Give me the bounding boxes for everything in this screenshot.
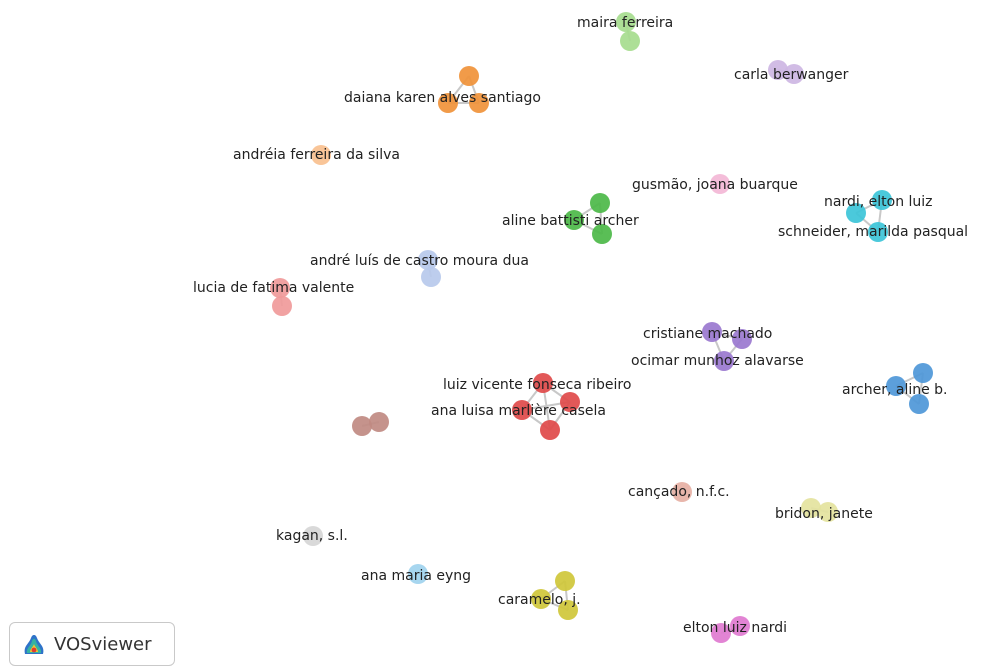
author-node[interactable] bbox=[408, 564, 428, 584]
author-node[interactable] bbox=[732, 329, 752, 349]
brand-name: VOSviewer bbox=[54, 633, 152, 655]
author-node[interactable] bbox=[560, 392, 580, 412]
author-node[interactable] bbox=[558, 600, 578, 620]
author-node[interactable] bbox=[711, 623, 731, 643]
author-node[interactable] bbox=[801, 498, 821, 518]
author-label[interactable]: cançado, n.f.c. bbox=[628, 484, 730, 500]
author-label[interactable]: andréia ferreira da silva bbox=[233, 147, 400, 163]
author-label[interactable]: archer, aline b. bbox=[842, 382, 948, 398]
author-node[interactable] bbox=[590, 193, 610, 213]
author-node[interactable] bbox=[702, 322, 722, 342]
author-node[interactable] bbox=[418, 250, 438, 270]
author-node[interactable] bbox=[913, 363, 933, 383]
author-label[interactable]: bridon, janete bbox=[775, 506, 873, 522]
author-node[interactable] bbox=[555, 571, 575, 591]
vosviewer-logo-icon bbox=[24, 635, 44, 654]
author-label[interactable]: caramelo, j. bbox=[498, 592, 581, 608]
author-node[interactable] bbox=[616, 12, 636, 32]
author-node[interactable] bbox=[352, 416, 372, 436]
author-node[interactable] bbox=[784, 64, 804, 84]
author-node[interactable] bbox=[846, 203, 866, 223]
author-label[interactable]: aline battisti archer bbox=[502, 213, 639, 229]
author-node[interactable] bbox=[909, 394, 929, 414]
author-label[interactable]: daiana karen alves santiago bbox=[344, 90, 541, 106]
author-node[interactable] bbox=[421, 267, 441, 287]
author-node[interactable] bbox=[459, 66, 479, 86]
author-node[interactable] bbox=[531, 589, 551, 609]
author-label[interactable]: ocimar munhoz alavarse bbox=[631, 353, 804, 369]
author-node[interactable] bbox=[730, 616, 750, 636]
author-node[interactable] bbox=[672, 482, 692, 502]
author-node[interactable] bbox=[818, 502, 838, 522]
author-node[interactable] bbox=[710, 174, 730, 194]
edges-layer bbox=[279, 21, 924, 634]
author-label[interactable]: schneider, marilda pasqual bbox=[778, 224, 968, 240]
author-label[interactable]: andré luís de castro moura dua bbox=[310, 253, 529, 269]
author-node[interactable] bbox=[768, 60, 788, 80]
author-node[interactable] bbox=[533, 373, 553, 393]
author-node[interactable] bbox=[540, 420, 560, 440]
author-label[interactable]: carla berwanger bbox=[734, 67, 849, 83]
author-node[interactable] bbox=[886, 376, 906, 396]
labels-layer: maira ferreira carla berwanger daiana kare… bbox=[193, 15, 968, 636]
vosviewer-badge: VOSviewer bbox=[9, 622, 175, 666]
author-node[interactable] bbox=[512, 400, 532, 420]
author-label[interactable]: gusmão, joana buarque bbox=[632, 177, 798, 193]
author-node[interactable] bbox=[564, 210, 584, 230]
author-label[interactable]: cristiane machado bbox=[643, 326, 772, 342]
author-node[interactable] bbox=[303, 526, 323, 546]
author-node[interactable] bbox=[620, 31, 640, 51]
author-label[interactable]: kagan, s.l. bbox=[276, 528, 348, 544]
author-label[interactable]: ana maria eyng bbox=[361, 568, 471, 584]
author-node[interactable] bbox=[872, 190, 892, 210]
author-node[interactable] bbox=[311, 145, 331, 165]
author-node[interactable] bbox=[469, 93, 489, 113]
author-node[interactable] bbox=[714, 351, 734, 371]
nodes-layer bbox=[270, 12, 933, 643]
author-node[interactable] bbox=[369, 412, 389, 432]
author-label[interactable]: luiz vicente fonseca ribeiro bbox=[443, 377, 631, 393]
author-node[interactable] bbox=[592, 224, 612, 244]
author-label[interactable]: elton luiz nardi bbox=[683, 620, 787, 636]
author-label[interactable]: lucia de fatima valente bbox=[193, 280, 354, 296]
author-label[interactable]: ana luisa marlière casela bbox=[431, 403, 606, 419]
author-node[interactable] bbox=[270, 278, 290, 298]
author-label[interactable]: nardi, elton luiz bbox=[824, 194, 933, 210]
author-node[interactable] bbox=[272, 296, 292, 316]
author-node[interactable] bbox=[868, 222, 888, 242]
author-label[interactable]: maira ferreira bbox=[577, 15, 673, 31]
author-node[interactable] bbox=[438, 93, 458, 113]
